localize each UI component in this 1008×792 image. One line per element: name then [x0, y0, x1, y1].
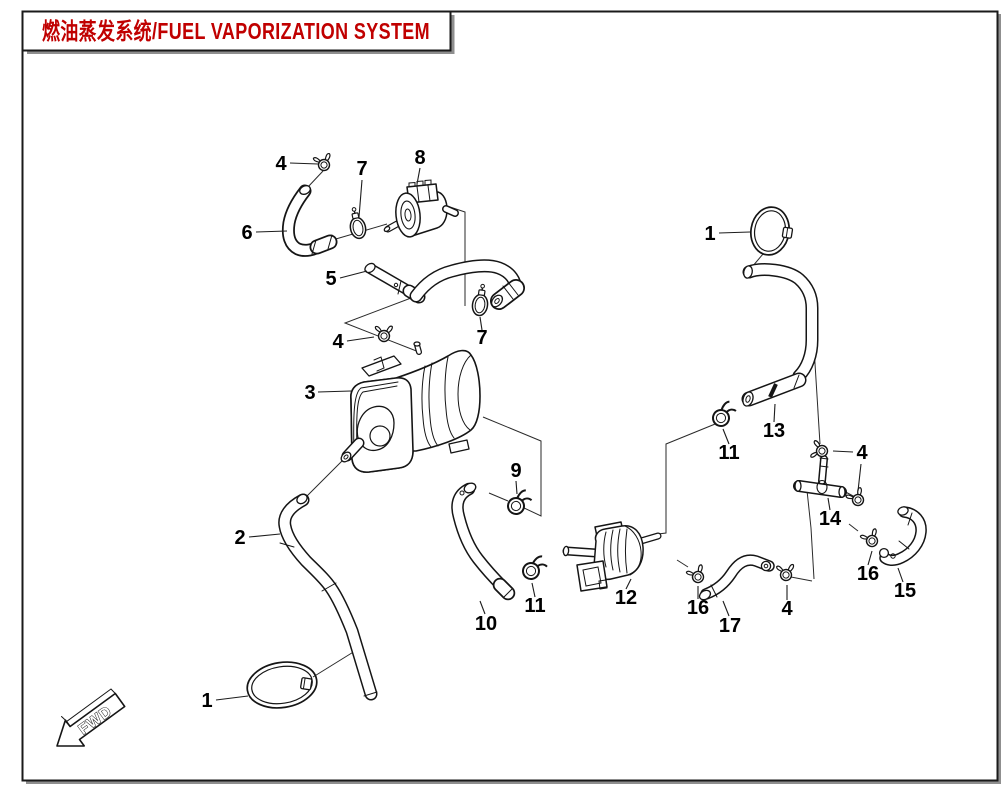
- clamp-ring-1-bottom: [246, 661, 318, 709]
- clamp-9: [503, 488, 536, 517]
- leader-line: [897, 567, 904, 583]
- pipe-13: [741, 372, 807, 407]
- valve-8: [383, 179, 459, 238]
- hose-15: [878, 506, 927, 566]
- leader-line: [832, 450, 854, 453]
- callout-10: 10: [475, 613, 497, 635]
- leader-line: [722, 428, 730, 445]
- callout-4: 4: [275, 153, 287, 175]
- hose-10: [451, 482, 516, 601]
- leader-line: [255, 230, 288, 233]
- leader-line: [416, 167, 421, 185]
- leader-line: [857, 463, 862, 492]
- leader-line: [358, 179, 363, 218]
- clamp-4e: [775, 563, 796, 582]
- callout-7: 7: [476, 327, 487, 349]
- callout-11: 11: [524, 595, 545, 617]
- callout-16: 16: [857, 563, 879, 585]
- callout-11: 11: [718, 442, 739, 464]
- callout-4: 4: [856, 442, 868, 464]
- t-fitting-14: [793, 455, 847, 498]
- leader-line: [215, 695, 249, 701]
- clamp-4a: [312, 152, 335, 174]
- callout-1: 1: [704, 223, 715, 245]
- callout-3: 3: [304, 382, 315, 404]
- leader-line: [722, 600, 730, 617]
- callout-4: 4: [781, 598, 793, 620]
- clamp-11a: [708, 399, 741, 430]
- callout-2: 2: [234, 527, 245, 549]
- callout-13: 13: [763, 420, 785, 442]
- leader-line: [515, 480, 518, 495]
- leader-line: [339, 270, 368, 279]
- elbow-hose: [409, 259, 525, 310]
- clamp-ring-1-top: [750, 206, 794, 256]
- leader-line: [827, 497, 831, 511]
- leader-line: [531, 582, 536, 598]
- leader-line: [317, 390, 352, 393]
- clamp-16b: [685, 563, 709, 587]
- title-box-shadow: [27, 15, 455, 54]
- right-main-hose: [742, 263, 819, 383]
- clamp-4d: [844, 486, 869, 510]
- hose-5: [364, 262, 426, 304]
- hose-17: [698, 554, 775, 601]
- callout-8: 8: [414, 147, 425, 169]
- valve-12: [562, 521, 662, 592]
- callout-6: 6: [241, 222, 252, 244]
- clamp-7b: [470, 282, 492, 318]
- callout-4: 4: [332, 331, 344, 353]
- frame-shadow: [26, 14, 1001, 784]
- callout-16: 16: [687, 597, 709, 619]
- page-border: [21, 10, 999, 782]
- callout-14: 14: [819, 508, 842, 530]
- leader-line: [773, 403, 776, 423]
- hose-2: [278, 493, 378, 701]
- leader-line: [479, 316, 483, 331]
- clamp-16a: [859, 527, 883, 551]
- fwd-arrow: FWD: [56, 688, 126, 747]
- callout-5: 5: [325, 268, 336, 290]
- canister-3: [340, 341, 481, 473]
- leader-line: [718, 231, 751, 234]
- leader-line: [289, 162, 319, 165]
- callout-17: 17: [719, 615, 741, 637]
- leader-line: [248, 533, 281, 538]
- clamp-4b: [374, 325, 394, 343]
- callout-1: 1: [201, 690, 212, 712]
- callout-9: 9: [510, 460, 521, 482]
- leader-line: [479, 600, 486, 615]
- leader-line: [867, 550, 873, 566]
- page-title: 燃油蒸发系统/FUEL VAPORIZATION SYSTEM: [42, 18, 430, 44]
- callout-7: 7: [356, 158, 367, 180]
- hose-6: [281, 184, 338, 257]
- leader-line: [625, 578, 632, 590]
- clamp-11b: [519, 554, 550, 582]
- leader-line: [346, 336, 375, 342]
- callout-15: 15: [894, 580, 916, 602]
- title-box: [21, 10, 452, 52]
- callout-12: 12: [615, 587, 637, 609]
